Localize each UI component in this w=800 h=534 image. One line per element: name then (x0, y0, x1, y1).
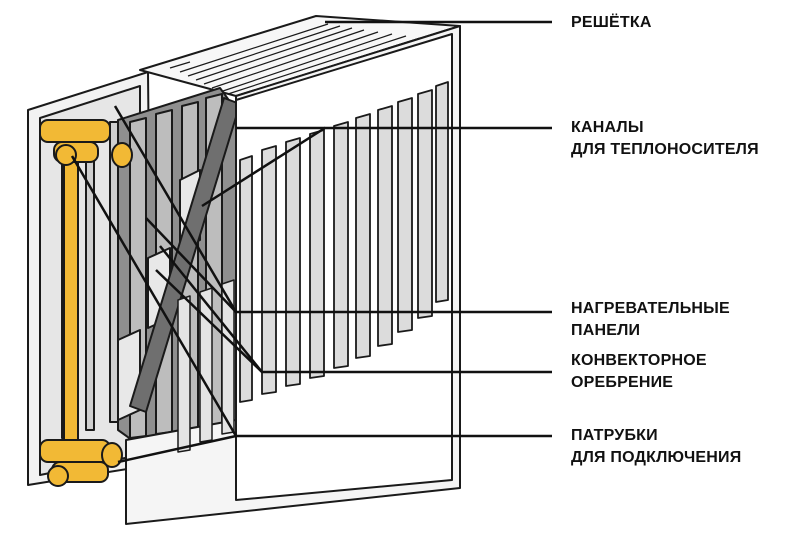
vertical-pipe (63, 149, 79, 451)
leader-fins-2 (159, 245, 263, 373)
diagonal-channel-bar (129, 97, 241, 413)
label-channels: КАНАЛЫ ДЛЯ ТЕПЛОНОСИТЕЛЯ (571, 119, 759, 158)
upper-pipe-end (55, 144, 77, 166)
lower-pipe-end (47, 465, 69, 487)
front-panel-channels-lower (177, 279, 235, 453)
front-panel-channels (239, 81, 449, 403)
label-panels: НАГРЕВАТЕЛЬНЫЕ ПАНЕЛИ (571, 300, 730, 339)
label-grille: РЕШЁТКА (571, 14, 652, 31)
connection-pipes (39, 119, 133, 487)
leader-lines (70, 20, 552, 464)
label-fins: КОНВЕКТОРНОЕ ОРЕБРЕНИЕ (571, 352, 707, 391)
leader-panels-2 (145, 217, 237, 313)
label-pipes: ПАТРУБКИ ДЛЯ ПОДКЛЮЧЕНИЯ (571, 427, 742, 466)
leader-pipes-2 (117, 434, 237, 464)
